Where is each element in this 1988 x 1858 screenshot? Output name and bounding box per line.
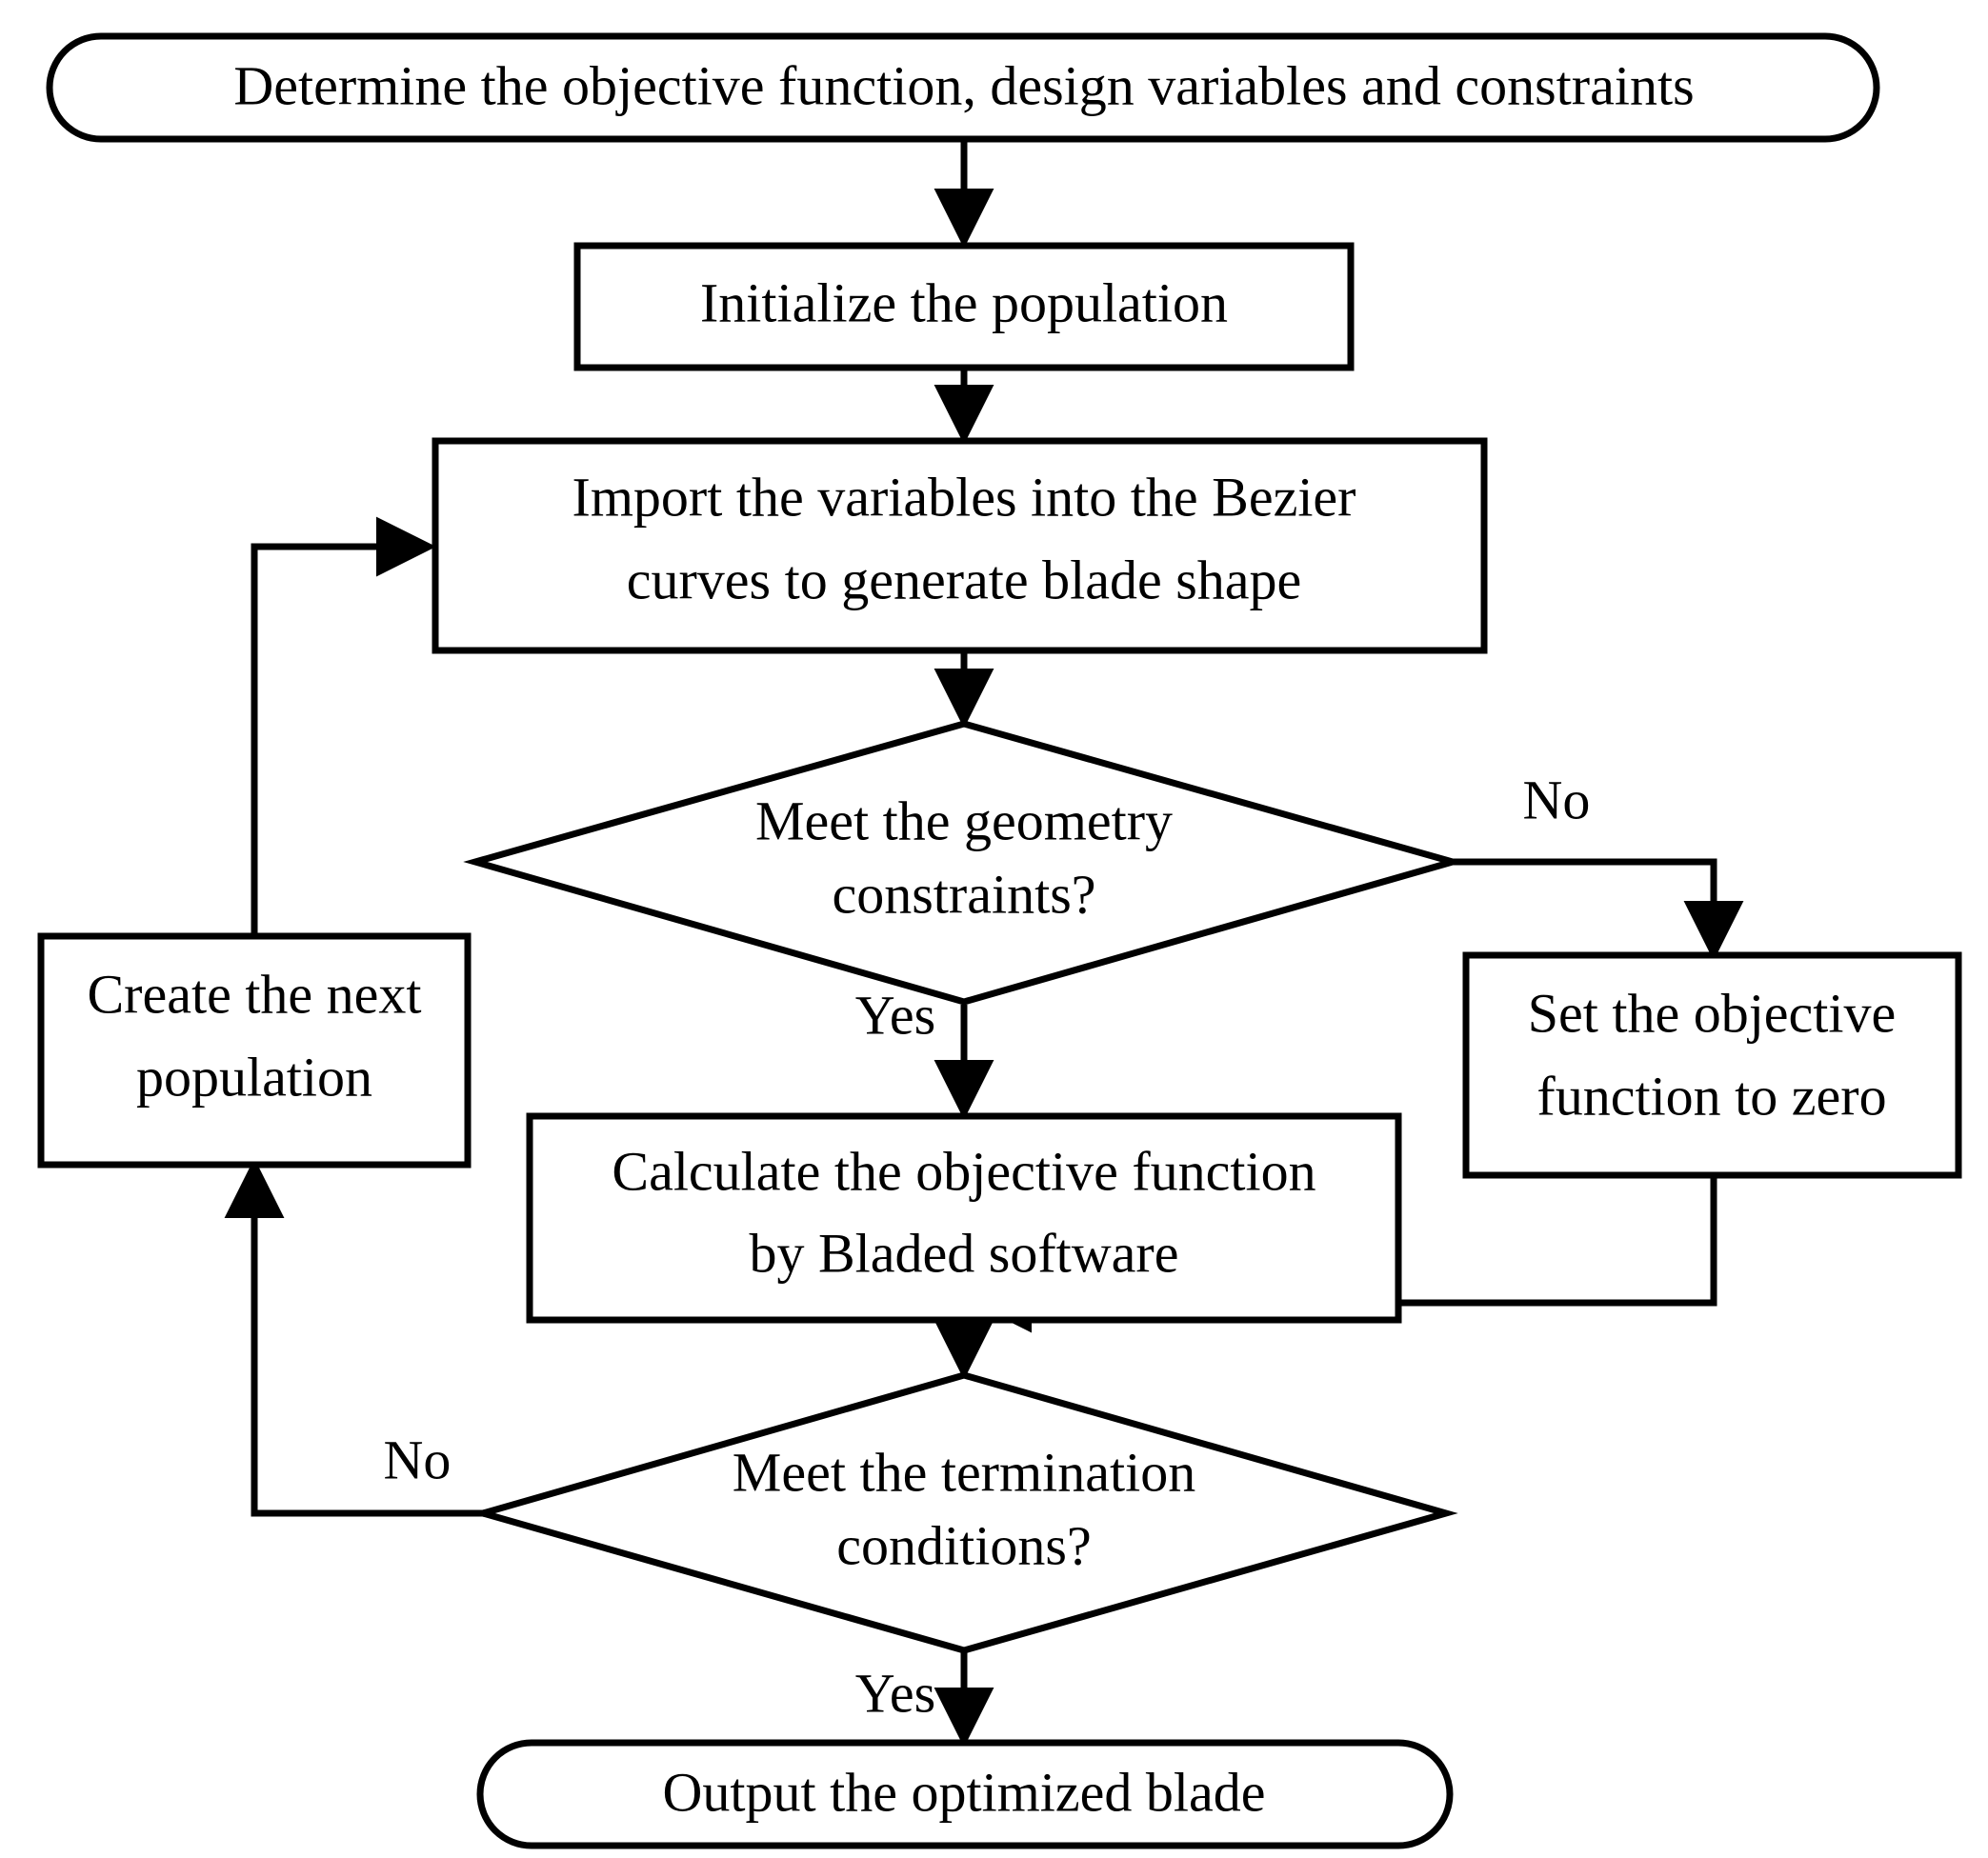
node-create-next-label-line1: Create the next xyxy=(87,963,421,1025)
node-termination-decision-label-line2: conditions? xyxy=(836,1514,1091,1576)
edge-label-termination-yes: Yes xyxy=(855,1662,935,1724)
connector-create-next-to-import xyxy=(251,516,436,936)
connector-termination-no-to-create-next xyxy=(224,1158,483,1517)
node-output[interactable] xyxy=(476,1739,1454,1849)
node-termination-decision-label-line1: Meet the termination xyxy=(733,1441,1195,1503)
node-set-zero-label-line1: Set the objective xyxy=(1528,982,1897,1044)
node-create-next-label-line2: population xyxy=(136,1046,372,1108)
node-determine[interactable] xyxy=(46,32,1880,143)
node-geometry-decision-label-line1: Meet the geometry xyxy=(755,789,1173,851)
node-geometry-decision-label-line2: constraints? xyxy=(832,863,1095,925)
node-create-next[interactable] xyxy=(37,932,472,1169)
node-initialize[interactable] xyxy=(573,242,1355,371)
node-set-zero-label-line2: function to zero xyxy=(1536,1065,1886,1127)
node-calculate-label-line1: Calculate the objective function xyxy=(612,1140,1315,1202)
node-calculate-label-line2: by Bladed software xyxy=(750,1222,1179,1284)
connector-geometry-no-to-set-zero xyxy=(1453,858,1744,961)
node-calculate[interactable] xyxy=(526,1112,1402,1324)
edge-label-geometry-no: No xyxy=(1523,769,1591,830)
edge-label-geometry-yes: Yes xyxy=(855,984,935,1046)
node-initialize-label: Initialize the population xyxy=(700,271,1228,333)
node-termination-decision[interactable] xyxy=(471,1371,1458,1654)
node-import[interactable] xyxy=(432,437,1488,654)
node-import-label-line2: curves to generate blade shape xyxy=(627,549,1302,610)
node-import-label-line1: Import the variables into the Bezier xyxy=(572,466,1356,528)
edge-label-termination-no: No xyxy=(384,1428,452,1490)
node-set-zero[interactable] xyxy=(1462,951,1962,1179)
node-output-label: Output the optimized blade xyxy=(662,1761,1265,1823)
node-determine-label: Determine the objective function, design… xyxy=(233,54,1694,116)
node-geometry-decision[interactable] xyxy=(463,720,1465,1006)
